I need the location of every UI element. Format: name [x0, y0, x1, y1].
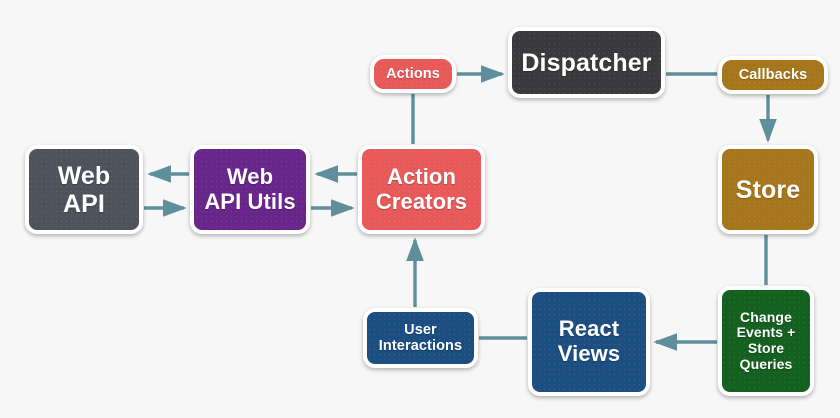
node-action-creators[interactable]: Action Creators: [358, 145, 485, 234]
node-actions[interactable]: Actions: [370, 55, 456, 93]
node-dispatcher[interactable]: Dispatcher: [508, 27, 665, 98]
node-web-api[interactable]: Web API: [25, 145, 143, 234]
node-dispatcher-label: Dispatcher: [521, 48, 652, 77]
node-callbacks-label: Callbacks: [738, 66, 808, 83]
node-action-creators-label: Action Creators: [375, 163, 468, 214]
node-web-api-utils[interactable]: Web API Utils: [190, 145, 310, 234]
node-react-views-label: React Views: [557, 316, 621, 366]
node-react-views[interactable]: React Views: [528, 288, 650, 396]
node-user-interactions-label: User Interactions: [378, 321, 463, 354]
node-actions-label: Actions: [386, 65, 440, 82]
node-web-api-label: Web API: [57, 161, 111, 218]
node-callbacks[interactable]: Callbacks: [718, 56, 828, 94]
node-change-events[interactable]: Change Events + Store Queries: [718, 286, 814, 396]
node-change-events-label: Change Events + Store Queries: [736, 308, 796, 372]
node-web-api-utils-label: Web API Utils: [204, 163, 296, 214]
node-store[interactable]: Store: [718, 145, 818, 234]
node-user-interactions[interactable]: User Interactions: [363, 308, 478, 368]
node-store-label: Store: [735, 175, 801, 204]
